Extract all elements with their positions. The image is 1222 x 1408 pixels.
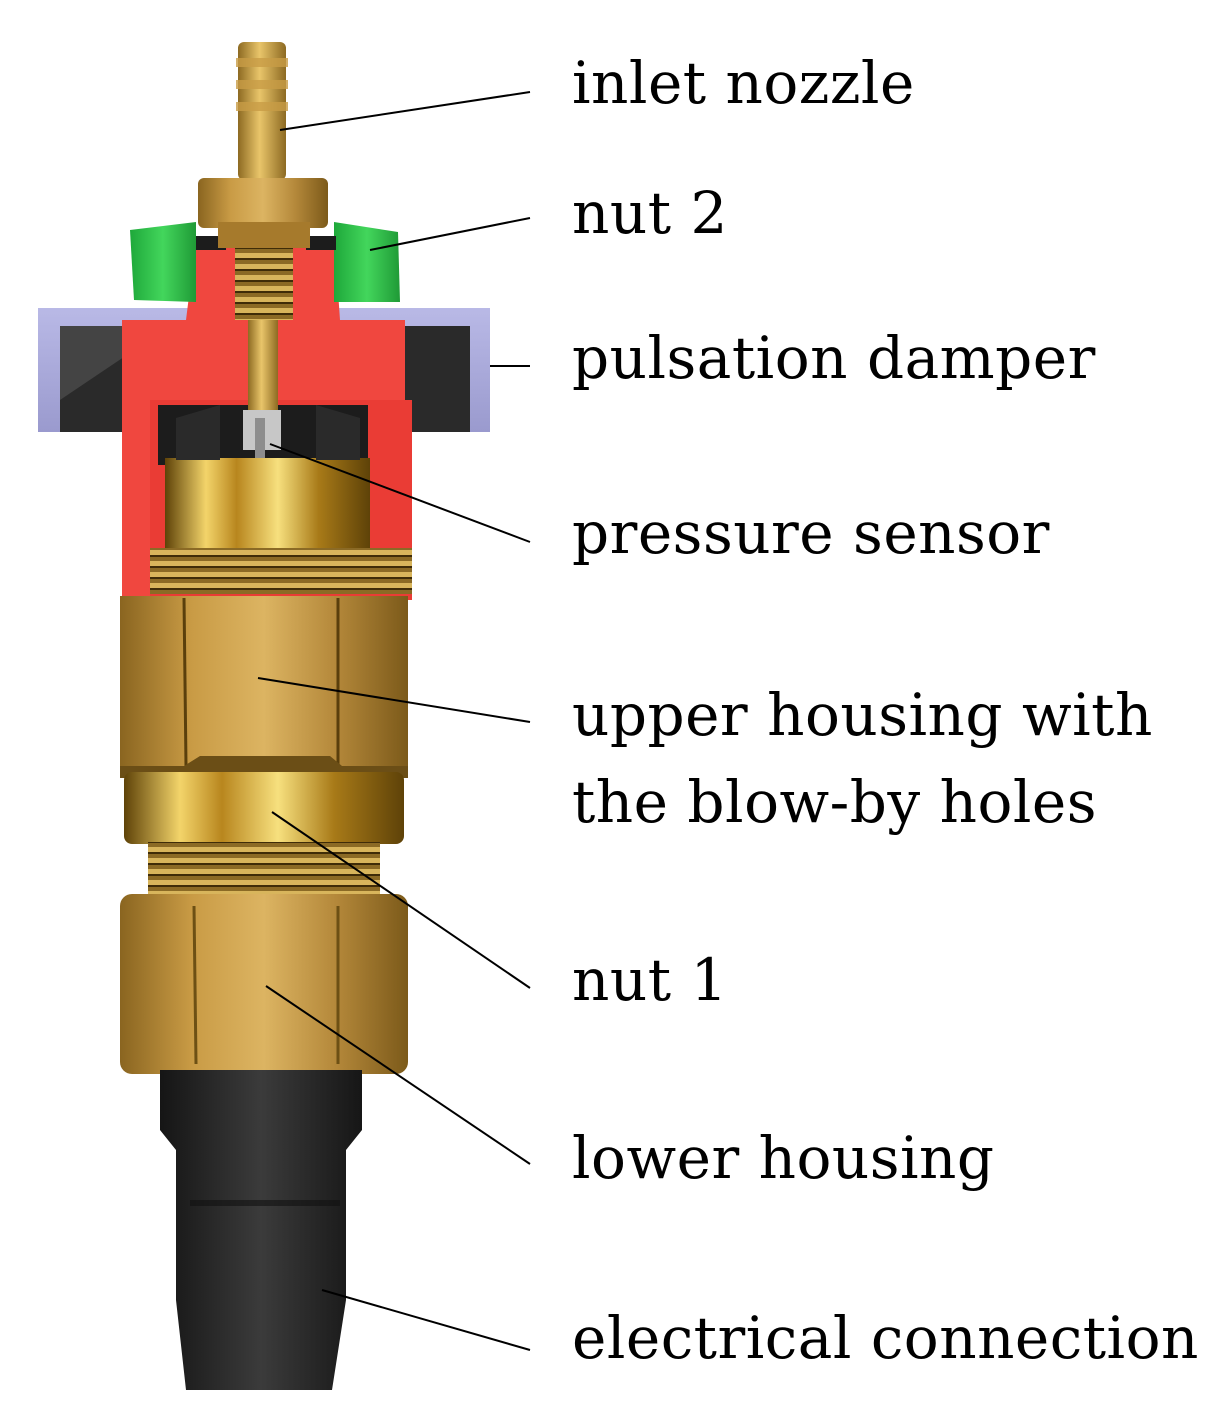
label-nut-1: nut 1 <box>572 946 728 1014</box>
leader-line-lower-housing <box>265 985 531 1165</box>
electrical-connection-part <box>160 1070 362 1390</box>
label-pulsation-damper: pulsation damper <box>572 324 1096 392</box>
upper-housing-part <box>120 596 408 778</box>
leader-line-nut-1 <box>271 811 531 989</box>
leader-line-upper-housing <box>257 677 531 723</box>
label-electrical-connection: electrical connection <box>572 1304 1199 1372</box>
inlet-nozzle-part <box>236 42 288 180</box>
leader-line-electrical-connection <box>321 1289 531 1351</box>
leader-line-inlet-nozzle <box>279 91 531 131</box>
label-lower-housing: lower housing <box>572 1124 995 1192</box>
nozzle-fitting <box>198 178 328 248</box>
nut-2-part <box>130 222 400 302</box>
pressure-sensor-part <box>150 405 412 594</box>
label-inlet-nozzle: inlet nozzle <box>572 49 915 117</box>
nut-1-part <box>124 772 404 898</box>
label-pressure-sensor: pressure sensor <box>572 499 1050 567</box>
leader-lines <box>257 91 531 1351</box>
lower-housing-part <box>120 894 408 1074</box>
leader-line-nut-2 <box>369 217 531 251</box>
label-nut-2: nut 2 <box>572 179 728 247</box>
label-upper-housing-line-2: the blow-by holes <box>572 768 1098 836</box>
leader-line-pressure-sensor <box>269 443 531 543</box>
label-upper-housing-line-1: upper housing with <box>572 681 1153 749</box>
